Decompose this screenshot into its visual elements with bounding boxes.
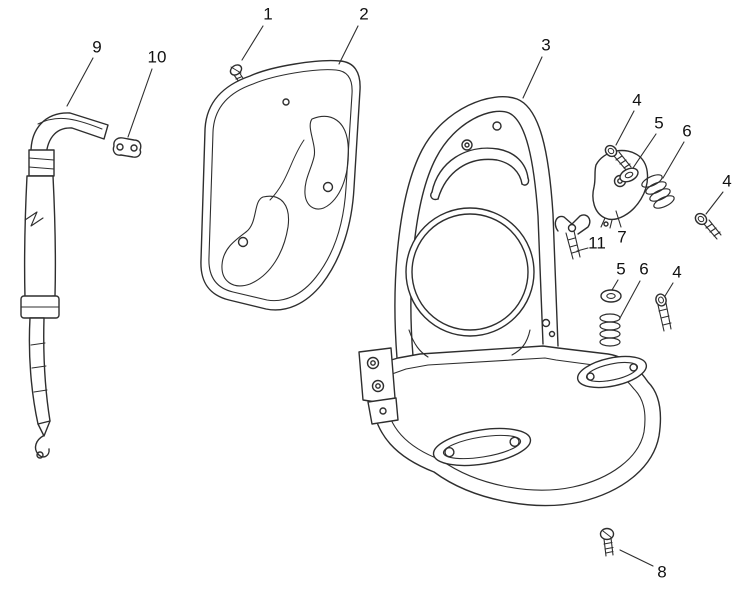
part-11-wing-bolt: [554, 214, 591, 260]
part-5-washer-b: [600, 289, 622, 303]
callout-part-10: 10: [147, 47, 167, 67]
part-3-frame: [358, 96, 662, 507]
part-4-screw-c: [655, 293, 672, 332]
callout-part-5b: 5: [616, 259, 626, 279]
part-6-spring-b: [599, 313, 621, 347]
part-10-clip: [112, 137, 142, 158]
callout-part-4b: 4: [722, 171, 732, 191]
callout-part-4a: 4: [632, 90, 642, 110]
part-8-screw: [599, 527, 615, 557]
callout-part-11: 11: [588, 233, 606, 253]
part-5-washer-a: [619, 167, 639, 183]
part-2-back-pad: [200, 59, 361, 311]
part-4-screw-a: [604, 144, 632, 172]
callout-part-4c: 4: [672, 262, 682, 282]
part-4-screw-b: [694, 212, 722, 240]
part-7-bracket: [592, 149, 649, 229]
callout-part-9: 9: [92, 37, 102, 57]
callout-part-8: 8: [657, 562, 667, 582]
callout-part-5a: 5: [654, 113, 664, 133]
callout-part-7: 7: [617, 227, 627, 247]
leader-lines: [66, 25, 724, 567]
callout-part-3: 3: [541, 35, 551, 55]
callout-part-6a: 6: [682, 121, 692, 141]
callout-part-6b: 6: [639, 259, 649, 279]
callout-part-1: 1: [263, 4, 273, 24]
part-6-spring-a: [641, 174, 675, 209]
part-9-strap: [20, 112, 109, 459]
callout-part-2: 2: [359, 4, 369, 24]
